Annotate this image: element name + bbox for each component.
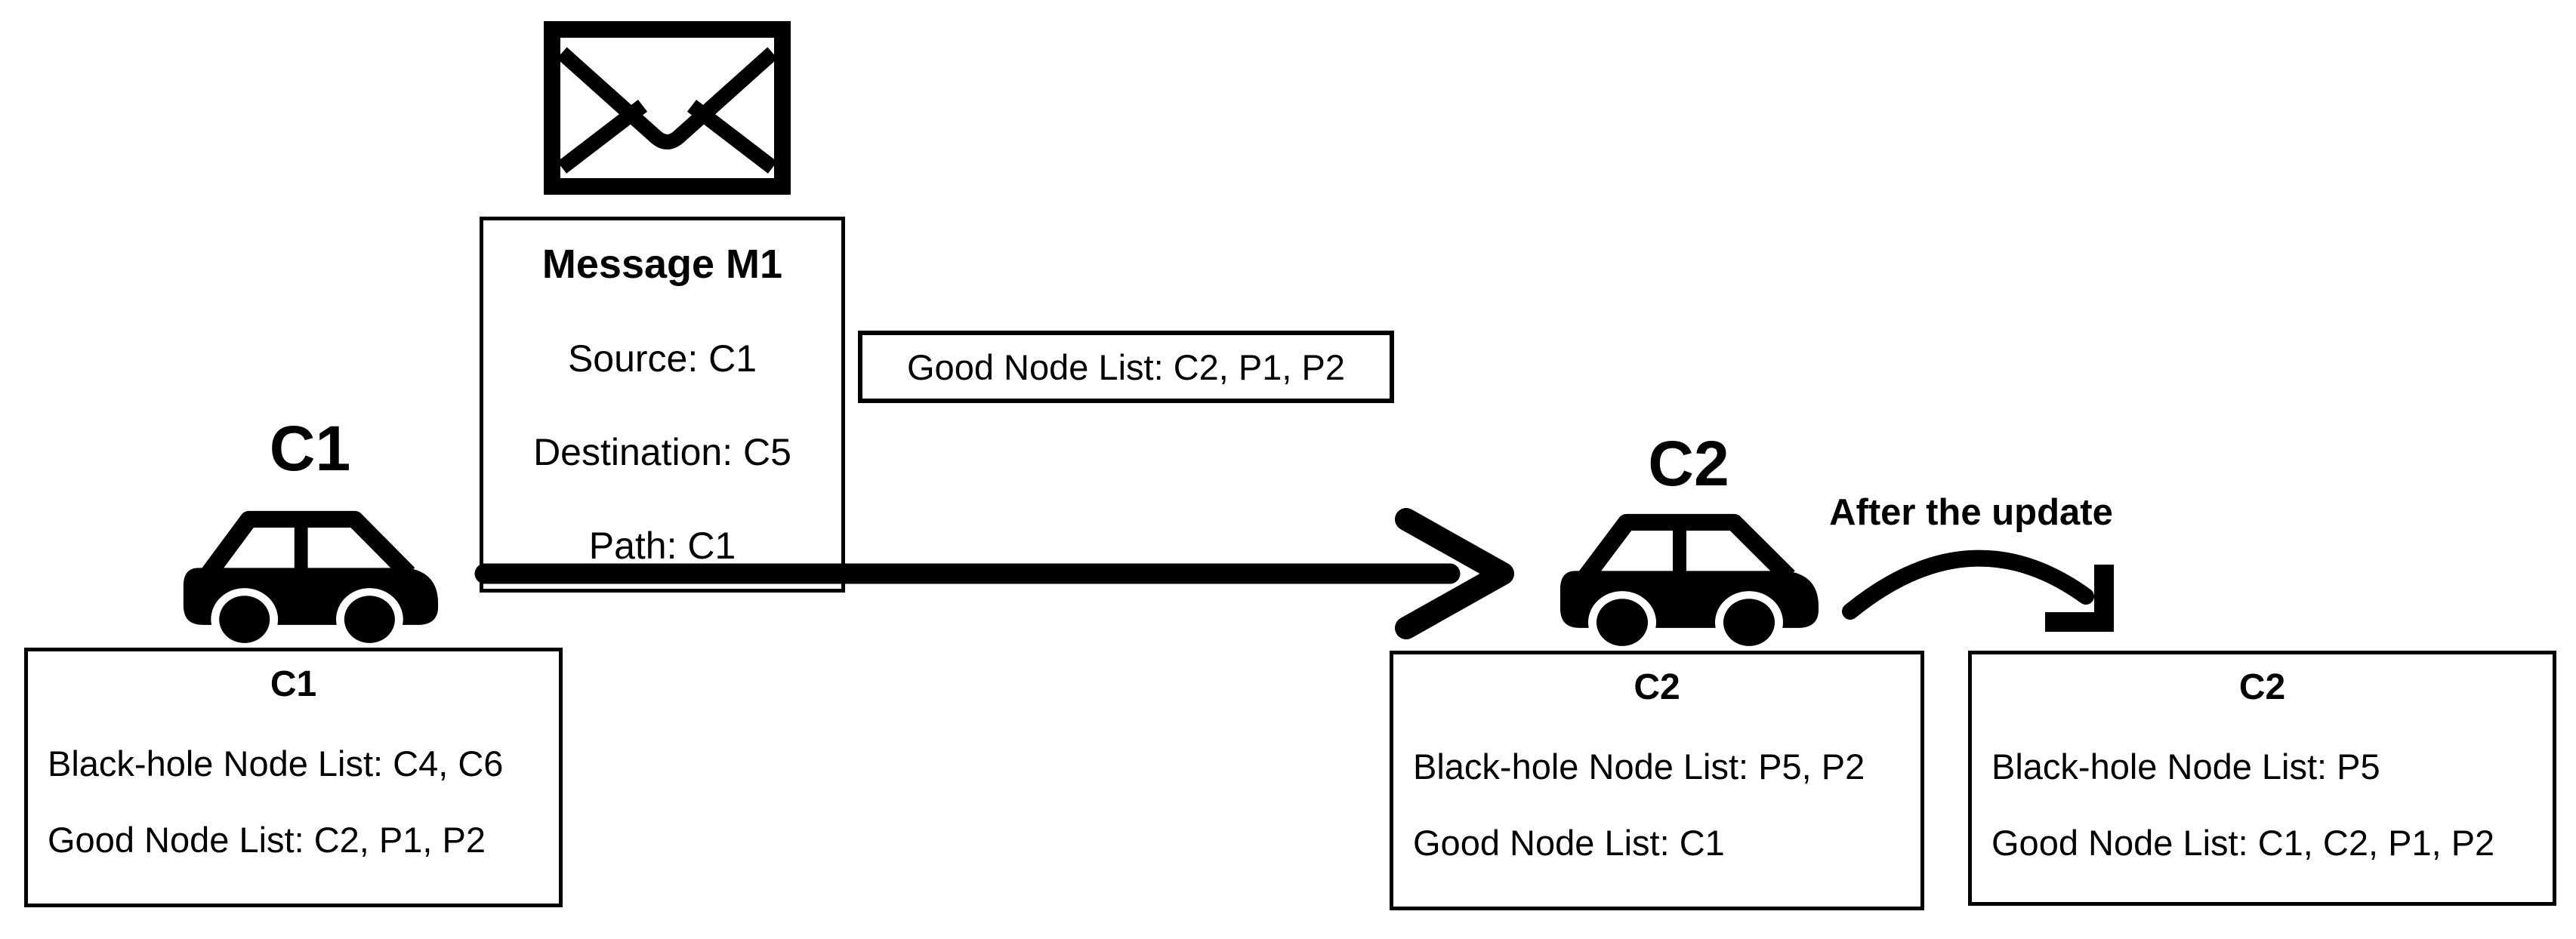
table-header: C2 <box>1634 667 1680 707</box>
good-node-list-text: Good Node List: C2, P1, P2 <box>907 346 1345 387</box>
message-field-source: Source: C1 <box>567 337 757 380</box>
c1-car-icon <box>183 510 439 651</box>
c1-node-table: C1 Black-hole Node List: C4, C6 Good Nod… <box>24 648 563 907</box>
curved-update-arrow <box>1842 550 2114 632</box>
table-row-blackhole: Black-hole Node List: P5, P2 <box>1413 747 1865 787</box>
c2-node-label: C2 <box>1648 428 1729 499</box>
envelope-icon <box>544 21 791 195</box>
c1-node-label: C1 <box>269 413 351 484</box>
message-field-path: Path: C1 <box>588 525 736 567</box>
table-row-blackhole: Black-hole Node List: C4, C6 <box>48 744 504 784</box>
after-update-caption: After the update <box>1829 492 2113 533</box>
table-row-blackhole: Black-hole Node List: P5 <box>1991 747 2380 787</box>
good-node-list-box: Good Node List: C2, P1, P2 <box>858 331 1394 403</box>
table-row-good: Good Node List: C2, P1, P2 <box>48 820 486 860</box>
message-field-destination: Destination: C5 <box>533 431 791 473</box>
c2-car-icon <box>1560 513 1819 654</box>
table-row-good: Good Node List: C1 <box>1413 823 1725 863</box>
table-row-good: Good Node List: C1, C2, P1, P2 <box>1991 823 2495 863</box>
message-box: Message M1 Source: C1 Destination: C5 Pa… <box>480 217 845 593</box>
table-header: C1 <box>270 664 317 704</box>
c2-node-table-before: C2 Black-hole Node List: P5, P2 Good Nod… <box>1390 651 1924 910</box>
message-arrow <box>474 508 1514 639</box>
message-title: Message M1 <box>541 242 783 287</box>
table-header: C2 <box>2238 667 2286 707</box>
c2-node-table-after: C2 Black-hole Node List: P5 Good Node Li… <box>1968 651 2556 906</box>
